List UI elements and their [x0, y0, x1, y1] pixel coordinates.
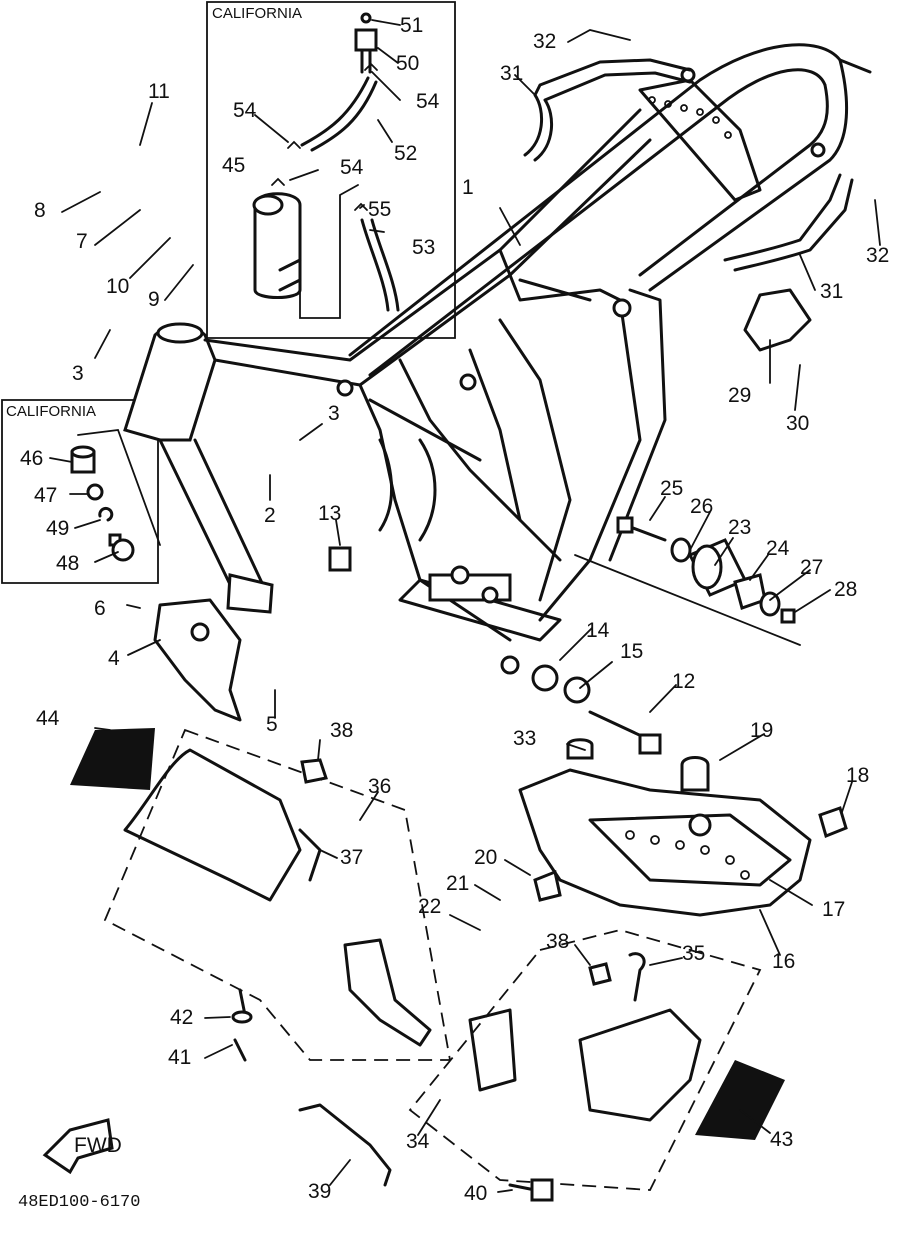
callout-30: 30: [786, 412, 809, 435]
callout-9: 9: [148, 288, 160, 311]
callout-8: 8: [34, 199, 46, 222]
callout-55: 55: [368, 198, 391, 221]
engine-mount-4: [153, 598, 242, 722]
side-rail-brackets: [523, 58, 854, 272]
callout-54-a: 54: [416, 90, 440, 113]
callout-35: 35: [682, 942, 705, 965]
callout-3-a: 3: [72, 362, 84, 385]
callout-54-b: 54: [233, 99, 257, 122]
callout-37: 37: [340, 846, 363, 869]
callout-12: 12: [672, 670, 695, 693]
drawing-code: 48ED100-6170: [18, 1193, 140, 1212]
callout-48: 48: [56, 552, 79, 575]
callout-33: 33: [513, 727, 536, 750]
callout-38-b: 38: [546, 930, 569, 953]
inset-label-top: CALIFORNIA: [212, 5, 302, 22]
callout-36: 36: [368, 775, 391, 798]
callout-15: 15: [620, 640, 643, 663]
callout-32-b: 32: [866, 244, 889, 267]
callout-6: 6: [94, 597, 106, 620]
callout-10: 10: [106, 275, 129, 298]
callout-42: 42: [170, 1006, 193, 1029]
callout-54-c: 54: [340, 156, 364, 179]
callout-31-a: 31: [500, 62, 523, 85]
callout-labels: 51 50 54 52 54 45 54 55 53 32 31 11 8 7 …: [20, 14, 889, 1205]
callout-22: 22: [418, 895, 441, 918]
side-cover-left: [70, 728, 452, 1062]
callout-17: 17: [822, 898, 845, 921]
callout-7: 7: [76, 230, 88, 253]
callout-5: 5: [266, 713, 278, 736]
fwd-label: FWD: [74, 1134, 122, 1157]
callout-23: 23: [728, 516, 751, 539]
callout-51: 51: [400, 14, 423, 37]
callout-41: 41: [168, 1046, 191, 1069]
california-inset-left: CALIFORNIA: [1, 399, 161, 584]
callout-34: 34: [406, 1130, 430, 1153]
side-cover-right: [408, 929, 785, 1191]
rear-mount-spacers: [574, 516, 801, 646]
main-frame: [123, 43, 872, 675]
callout-31-b: 31: [820, 280, 843, 303]
callout-20: 20: [474, 846, 497, 869]
callout-2: 2: [264, 504, 276, 527]
callout-18: 18: [846, 764, 869, 787]
callout-16: 16: [772, 950, 795, 973]
callout-49: 49: [46, 517, 69, 540]
bracket-29: [743, 288, 812, 352]
callout-44: 44: [36, 707, 60, 730]
callout-29: 29: [728, 384, 751, 407]
callout-43: 43: [770, 1128, 793, 1151]
fwd-arrow: FWD: [42, 1118, 122, 1175]
callout-45: 45: [222, 154, 245, 177]
callout-24: 24: [766, 537, 790, 560]
callout-4: 4: [108, 647, 120, 670]
callout-14: 14: [586, 619, 610, 642]
leader-lines: [49, 19, 881, 1193]
callout-40: 40: [464, 1182, 487, 1205]
callout-50: 50: [396, 52, 419, 75]
callout-13: 13: [318, 502, 341, 525]
callout-27: 27: [800, 556, 823, 579]
callout-3-b: 3: [328, 402, 340, 425]
callout-32-a: 32: [533, 30, 556, 53]
callout-26: 26: [690, 495, 713, 518]
california-inset-top: CALIFORNIA: [206, 1, 456, 339]
callout-52: 52: [394, 142, 417, 165]
callout-21: 21: [446, 872, 469, 895]
callout-25: 25: [660, 477, 683, 500]
callout-1: 1: [462, 176, 474, 199]
bracket-39: [298, 1103, 392, 1187]
skid-plate: [518, 738, 848, 917]
inset-label-left: CALIFORNIA: [6, 403, 96, 420]
callout-47: 47: [34, 484, 57, 507]
callout-19: 19: [750, 719, 773, 742]
callout-39: 39: [308, 1180, 331, 1203]
callout-11: 11: [148, 80, 170, 103]
callout-53: 53: [412, 236, 435, 259]
callout-28: 28: [834, 578, 857, 601]
callout-46: 46: [20, 447, 43, 470]
callout-38-a: 38: [330, 719, 353, 742]
